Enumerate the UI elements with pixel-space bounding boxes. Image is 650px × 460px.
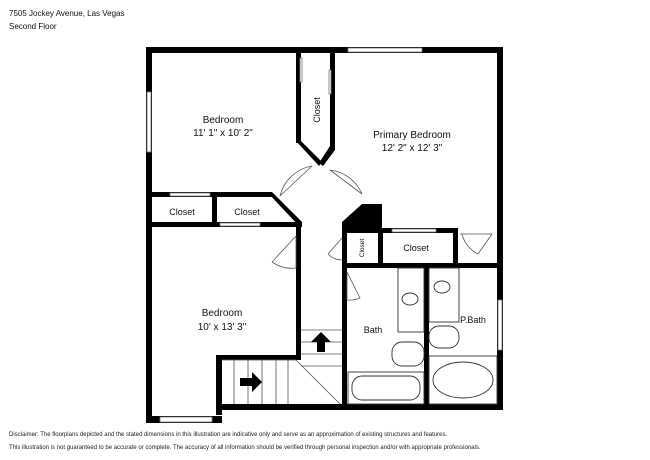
- bedroom-top-name: Bedroom: [203, 115, 244, 126]
- window-bedroom-left: [146, 91, 152, 153]
- closet-vertical-label: Closet: [312, 97, 322, 123]
- closet-left-2-label: Closet: [234, 207, 260, 217]
- wall-bath-divider: [424, 263, 429, 408]
- pbath-toilet: [428, 325, 460, 349]
- door-primary: [329, 169, 363, 195]
- wall-closet-right-edge: [453, 228, 458, 268]
- primary-bedroom-name: Primary Bedroom: [373, 130, 451, 141]
- closet-door-right: [391, 228, 437, 233]
- wall-closet-v-left: [296, 53, 301, 143]
- windows: [146, 47, 503, 423]
- wall-closet-v-diag-left: [296, 141, 322, 166]
- window-pbath: [497, 299, 503, 351]
- wall-closet-small-right: [378, 228, 383, 268]
- disclaimer-line-1: Disclaimer: The floorplans depicted and …: [9, 432, 448, 438]
- primary-bedroom-size: 12' 2" x 12' 3": [382, 143, 443, 154]
- wall-closet-v-right: [330, 53, 335, 148]
- disclaimer-line-2: This illustration is not guaranteed to b…: [9, 445, 481, 451]
- door-pbath: [460, 233, 493, 255]
- fixtures: [347, 267, 498, 405]
- pbath-sink: [433, 280, 451, 294]
- closet-door-v-2: [328, 69, 332, 95]
- property-address: 7505 Jockey Avenue, Las Vegas: [9, 9, 125, 18]
- wall-hall-corner: [342, 204, 382, 232]
- stair-arrow-up-icon: [311, 332, 331, 352]
- wall-bath-left: [342, 228, 347, 408]
- wall-left: [146, 47, 152, 423]
- closet-left-1-label: Closet: [169, 207, 195, 217]
- wall-closet-divider: [212, 192, 217, 226]
- bath-label: Bath: [364, 325, 383, 335]
- door-closet-small: [327, 237, 343, 261]
- wall-bedroom-bottom-right: [296, 222, 301, 360]
- bedroom-bottom-name: Bedroom: [202, 308, 243, 319]
- pbath-tub-inner: [432, 361, 494, 399]
- wall-stair-top: [216, 355, 301, 360]
- pbath-vanity: [428, 267, 460, 323]
- closet-door-left-1: [169, 192, 211, 197]
- stairs: [222, 329, 342, 405]
- closet-doors: [169, 57, 437, 233]
- wall-bath-top: [342, 263, 497, 268]
- wall-stair-left: [216, 355, 222, 415]
- closet-door-v-1: [299, 57, 303, 83]
- window-bedroom-bottom: [159, 416, 213, 423]
- wall-top: [146, 47, 503, 53]
- bath-sink: [401, 292, 419, 306]
- stair-arrow-right-icon: [240, 372, 262, 392]
- bath-tub-inner: [351, 375, 421, 401]
- closet-right-label: Closet: [403, 243, 429, 253]
- door-bath: [346, 271, 361, 301]
- door-bedroom-bottom: [271, 235, 297, 269]
- floor-label: Second Floor: [9, 22, 57, 31]
- room-labels: Bedroom 11' 1" x 10' 2" Primary Bedroom …: [169, 97, 486, 335]
- bath-toilet: [391, 341, 425, 367]
- wall-right: [497, 47, 503, 410]
- closet-door-left-2: [219, 222, 261, 227]
- bedroom-top-size: 11' 1" x 10' 2": [193, 128, 253, 139]
- closet-small-label: Closet: [359, 239, 366, 258]
- bedroom-bottom-size: 10' x 13' 3": [198, 322, 247, 333]
- door-bedroom-top: [279, 165, 313, 197]
- pbath-label: P.Bath: [460, 315, 486, 325]
- wall-bottom-right: [216, 404, 503, 410]
- wall-closet-v-diag-right: [319, 146, 335, 166]
- window-primary-top: [347, 47, 423, 53]
- door-swings: [271, 165, 493, 301]
- wall-closet-diag: [267, 192, 302, 226]
